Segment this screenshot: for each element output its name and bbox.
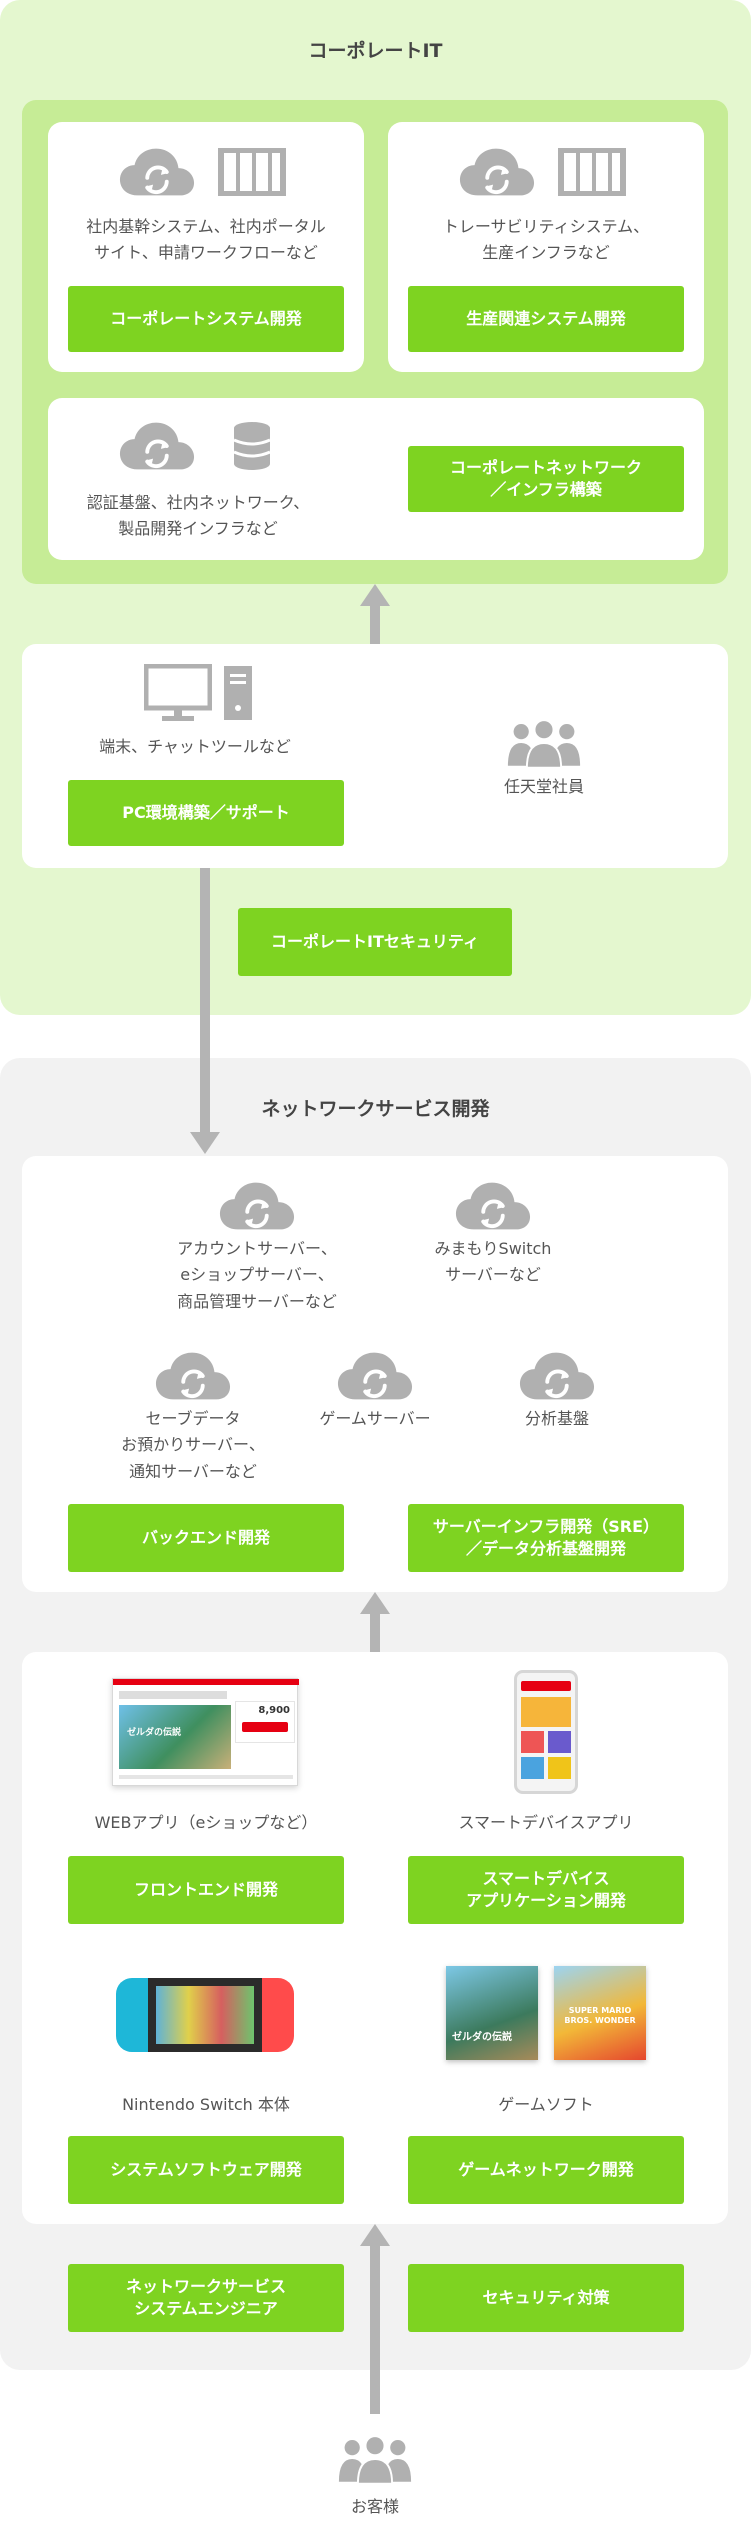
- security-measures-button[interactable]: セキュリティ対策: [408, 2264, 684, 2332]
- smart-device-app-dev-button[interactable]: スマートデバイス アプリケーション開発: [408, 1856, 684, 1924]
- save-data-server-desc: セーブデータ お預かりサーバー、 通知サーバーなど: [121, 1409, 265, 1481]
- game-software-label: ゲームソフト: [498, 2095, 594, 2114]
- pc-support-button[interactable]: PC環境構築／サポート: [68, 780, 344, 846]
- cloud-sync-icon: [454, 1180, 532, 1232]
- eshop-price: 8,900: [258, 1705, 290, 1716]
- cloud-sync-icon: [118, 420, 196, 472]
- database-icon: [232, 420, 272, 472]
- production-system-dev-button[interactable]: 生産関連システム開発: [408, 286, 684, 352]
- connector-corporate-to-network: [200, 868, 210, 1132]
- eshop-screenshot: ゼルダの伝説 8,900: [112, 1678, 299, 1786]
- corporate-it-security-button[interactable]: コーポレートITセキュリティ: [238, 908, 512, 976]
- mario-game-box: SUPER MARIO BROS. WONDER: [554, 1966, 646, 2060]
- network-service-engineer-button[interactable]: ネットワークサービス システムエンジニア: [68, 2264, 344, 2332]
- corporate-network-desc: 認証基盤、社内ネットワーク、 製品開発インフラなど: [86, 493, 310, 539]
- frontend-dev-button[interactable]: フロントエンド開発: [68, 1856, 344, 1924]
- backend-dev-button[interactable]: バックエンド開発: [68, 1504, 344, 1572]
- nintendo-switch-image: [116, 1978, 294, 2052]
- pc-environment-desc: 端末、チャットツールなど: [99, 737, 291, 756]
- cloud-sync-icon: [154, 1350, 232, 1402]
- web-app-label: WEBアプリ（eショップなど）: [94, 1813, 318, 1832]
- sre-data-platform-button[interactable]: サーバーインフラ開発（SRE） ／データ分析基盤開発: [408, 1504, 684, 1572]
- arrow-head-up-icon: [360, 2224, 390, 2246]
- cloud-sync-icon: [218, 1180, 296, 1232]
- arrow-up-customers: [370, 2244, 380, 2414]
- corporate-network-infra-button[interactable]: コーポレートネットワーク ／インフラ構築: [408, 446, 684, 512]
- game-network-dev-button[interactable]: ゲームネットワーク開発: [408, 2136, 684, 2204]
- arrow-head-down-icon: [190, 1132, 220, 1154]
- eshop-game-logo: ゼルダの伝説: [127, 1728, 182, 1738]
- cloud-sync-icon: [518, 1350, 596, 1402]
- cloud-sync-icon: [336, 1350, 414, 1402]
- game-server-desc: ゲームサーバー: [319, 1409, 431, 1428]
- monitor-icon: [144, 664, 212, 721]
- zelda-logo: ゼルダの伝説: [452, 2032, 512, 2043]
- smart-device-app-label: スマートデバイスアプリ: [458, 1813, 634, 1832]
- corporate-system-dev-button[interactable]: コーポレートシステム開発: [68, 286, 344, 352]
- switch-console-label: Nintendo Switch 本体: [122, 2095, 290, 2114]
- system-software-dev-button[interactable]: システムソフトウェア開発: [68, 2136, 344, 2204]
- arrow-head-up-icon: [360, 1592, 390, 1614]
- tower-pc-icon: [224, 666, 252, 720]
- corporate-systems-desc: 社内基幹システム、社内ポータル サイト、申請ワークフローなど: [86, 217, 326, 263]
- customers-icon: [337, 2432, 413, 2486]
- people-group-icon: [506, 716, 582, 770]
- server-rack-icon: [556, 146, 628, 198]
- smartphone-screenshot: [514, 1670, 578, 1794]
- production-systems-desc: トレーサビリティシステム、 生産インフラなど: [442, 217, 650, 263]
- arrow-up-corporate: [370, 604, 380, 644]
- employees-label: 任天堂社員: [503, 777, 584, 796]
- cloud-sync-icon: [458, 146, 536, 198]
- arrow-head-up-icon: [360, 584, 390, 606]
- cloud-sync-icon: [118, 146, 196, 198]
- analytics-desc: 分析基盤: [524, 1409, 589, 1428]
- corporate-it-title: コーポレートIT: [308, 40, 443, 62]
- account-server-desc: アカウントサーバー、 eショップサーバー、 商品管理サーバーなど: [177, 1239, 337, 1311]
- connector-corporate-to-network-overlay: [200, 1058, 210, 1134]
- mario-logo: SUPER MARIO BROS. WONDER: [564, 2006, 636, 2025]
- mimamori-server-desc: みまもりSwitch サーバーなど: [434, 1239, 552, 1285]
- arrow-up-network: [370, 1612, 380, 1652]
- server-rack-icon: [216, 146, 288, 198]
- customers-label: お客様: [350, 2497, 399, 2516]
- zelda-game-box: ゼルダの伝説: [446, 1966, 538, 2060]
- network-service-title: ネットワークサービス開発: [261, 1098, 490, 1120]
